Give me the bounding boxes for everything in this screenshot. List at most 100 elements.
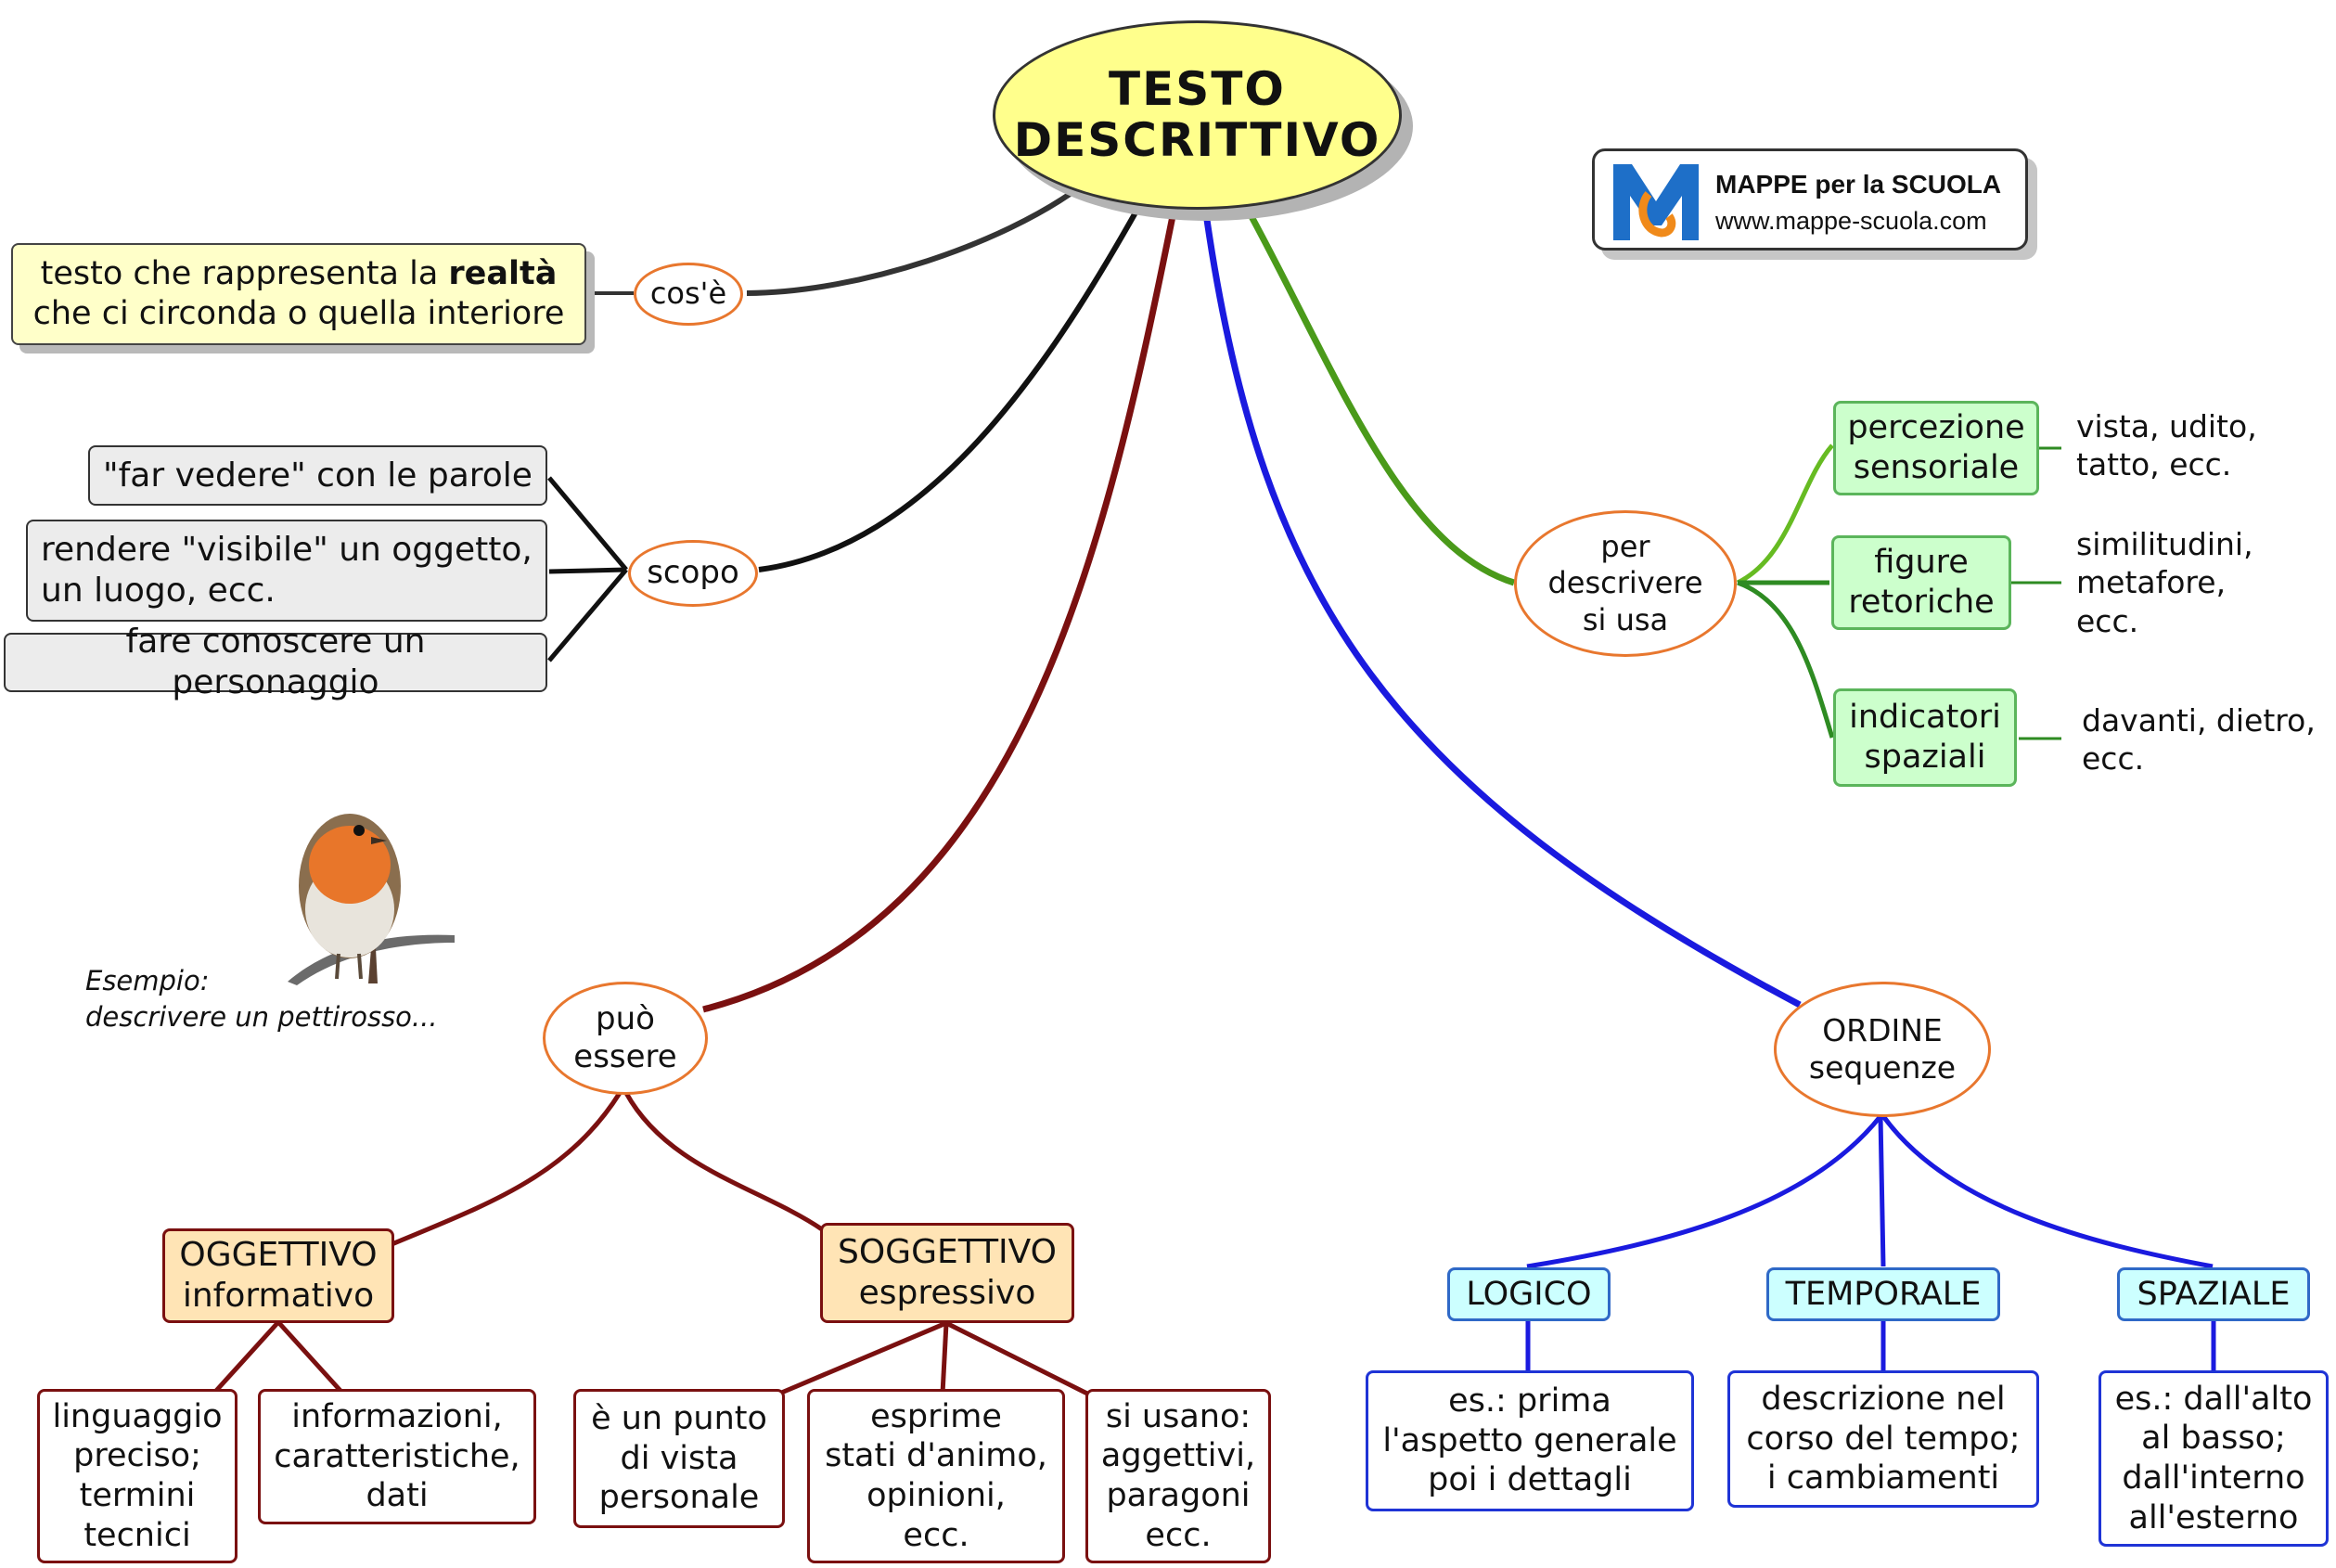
soggettivo-line2: espressivo xyxy=(858,1274,1036,1312)
spaziale-example-line2: al basso; xyxy=(2141,1420,2286,1458)
spaziale-box: SPAZIALE xyxy=(2117,1267,2310,1321)
definition-box: testo che rappresenta la realtà che ci c… xyxy=(11,243,586,345)
per-descrivere-line2: descrivere xyxy=(1547,565,1703,601)
mappe-logo-icon xyxy=(1613,164,1699,240)
spaziale-example-line3: dall'interno xyxy=(2122,1459,2305,1497)
cose-label: cos'è xyxy=(649,276,727,312)
link-oggettivo-child2 xyxy=(276,1320,343,1394)
figure-box: figure retoriche xyxy=(1831,535,2011,630)
soggettivo-child-1-line2: di vista xyxy=(620,1439,738,1477)
scopo-node: scopo xyxy=(628,540,758,607)
soggettivo-child-1: è un punto di vista personale xyxy=(573,1389,785,1528)
indicatori-note: davanti, dietro, ecc. xyxy=(2082,701,2316,778)
temporale-example-line1: descrizione nel xyxy=(1761,1380,2006,1418)
percezione-note-line1: vista, udito, xyxy=(2076,408,2257,444)
oggettivo-child-1-line1: linguaggio xyxy=(52,1397,223,1435)
link-per-percezione xyxy=(1736,443,1834,585)
figure-line2: retoriche xyxy=(1848,584,1995,621)
spaziale-label: SPAZIALE xyxy=(2137,1275,2291,1313)
soggettivo-child-2-line3: opinioni, xyxy=(866,1477,1006,1514)
spaziale-example-line4: all'esterno xyxy=(2128,1498,2299,1536)
logico-example: es.: prima l'aspetto generale poi i dett… xyxy=(1366,1370,1694,1511)
per-descrivere-node: per descrivere si usa xyxy=(1514,510,1737,657)
logo-title: MAPPE per la SCUOLA xyxy=(1715,170,2002,199)
soggettivo-child-3-line1: si usano: xyxy=(1105,1397,1251,1435)
oggettivo-child-1-line2: preciso; xyxy=(73,1437,201,1475)
example-caption: Esempio: descrivere un pettirosso... xyxy=(85,963,438,1035)
link-scopo-item3 xyxy=(547,568,628,662)
root-title-line2: DESCRITTIVO xyxy=(1013,113,1381,167)
scopo-item-1-text: "far vedere" con le parole xyxy=(103,456,533,495)
root-title-line1: TESTO xyxy=(1109,62,1286,116)
indicatori-line1: indicatori xyxy=(1849,699,2001,737)
definition-line2: che ci circonda o quella interiore xyxy=(32,295,565,332)
cose-node: cos'è xyxy=(634,263,743,326)
link-soggettivo-child2 xyxy=(940,1322,949,1394)
link-ordine-logico xyxy=(1526,1114,1882,1269)
link-root-puo-essere xyxy=(702,211,1177,1013)
figure-note: similitudini, metafore, ecc. xyxy=(2076,525,2253,640)
temporale-example: descrizione nel corso del tempo; i cambi… xyxy=(1727,1370,2039,1508)
link-soggettivo-child3 xyxy=(944,1320,1089,1396)
scopo-item-2: rendere "visibile" un oggetto, un luogo,… xyxy=(26,520,547,622)
percezione-box: percezione sensoriale xyxy=(1833,401,2039,495)
logico-box: LOGICO xyxy=(1447,1267,1611,1321)
definition-bold-word: realtà xyxy=(448,255,558,293)
temporale-box: TEMPORALE xyxy=(1766,1267,2000,1321)
oggettivo-child-1: linguaggio preciso; termini tecnici xyxy=(37,1389,237,1563)
scopo-item-3-text: fare conoscere un personaggio xyxy=(125,623,426,701)
definition-line1: testo che rappresenta la realtà xyxy=(41,254,558,294)
soggettivo-child-1-line1: è un punto xyxy=(591,1399,767,1437)
soggettivo-child-3: si usano: aggettivi, paragoni ecc. xyxy=(1085,1389,1271,1563)
per-descrivere-line3: si usa xyxy=(1582,601,1669,637)
logico-example-line2: l'aspetto generale xyxy=(1382,1421,1677,1459)
logo-badge: MAPPE per la SCUOLA www.mappe-scuola.com xyxy=(1592,148,2028,251)
soggettivo-child-2-line2: stati d'animo, xyxy=(825,1437,1047,1475)
root-node: TESTO DESCRITTIVO xyxy=(993,20,1402,210)
temporale-example-line2: corso del tempo; xyxy=(1746,1420,2021,1458)
oggettivo-child-1-line4: tecnici xyxy=(83,1516,191,1554)
puo-essere-node: può essere xyxy=(543,982,708,1095)
soggettivo-child-3-line4: ecc. xyxy=(1145,1516,1212,1554)
link-per-indicatori xyxy=(1737,580,1835,739)
oggettivo-child-1-line3: termini xyxy=(79,1477,196,1514)
oggettivo-line2: informativo xyxy=(182,1277,375,1315)
link-ordine-spaziale xyxy=(1880,1114,2214,1269)
indicatori-line2: spaziali xyxy=(1864,739,1986,776)
scopo-label: scopo xyxy=(647,554,739,592)
link-oggettivo-child1 xyxy=(213,1320,280,1394)
indicatori-note-line1: davanti, dietro, xyxy=(2082,702,2316,739)
spaziale-example: es.: dall'alto al basso; dall'interno al… xyxy=(2099,1370,2329,1547)
link-root-ordine xyxy=(1202,212,1802,1009)
ordine-line1: ORDINE xyxy=(1822,1011,1943,1048)
link-root-per-descrivere xyxy=(1244,208,1516,586)
oggettivo-child-2-line1: informazioni, xyxy=(291,1397,503,1435)
soggettivo-child-2-line1: esprime xyxy=(870,1397,1002,1435)
temporale-label: TEMPORALE xyxy=(1785,1275,1982,1313)
percezione-note-line2: tatto, ecc. xyxy=(2076,446,2232,483)
percezione-line1: percezione xyxy=(1847,409,2025,447)
puo-essere-line1: può xyxy=(596,999,655,1037)
definition-text: testo che rappresenta la xyxy=(40,255,449,293)
soggettivo-line1: SOGGETTIVO xyxy=(837,1233,1058,1272)
percezione-note: vista, udito, tatto, ecc. xyxy=(2076,407,2257,484)
scopo-item-2-line2: un luogo, ecc. xyxy=(41,572,276,610)
scopo-item-1: "far vedere" con le parole xyxy=(88,445,547,506)
figure-note-line1: similitudini, xyxy=(2076,526,2253,562)
temporale-example-line3: i cambiamenti xyxy=(1766,1459,2000,1497)
link-scopo-item1 xyxy=(547,476,628,572)
link-ordine-temporale xyxy=(1878,1115,1886,1267)
logo-url: www.mappe-scuola.com xyxy=(1715,207,1987,235)
soggettivo-child-3-line2: aggettivi, xyxy=(1100,1437,1256,1475)
per-descrivere-line1: per xyxy=(1600,529,1650,565)
figure-note-line3: ecc. xyxy=(2076,602,2139,639)
oggettivo-line1: OGGETTIVO xyxy=(179,1236,378,1275)
indicatori-box: indicatori spaziali xyxy=(1833,688,2017,787)
soggettivo-child-2: esprime stati d'animo, opinioni, ecc. xyxy=(807,1389,1065,1563)
soggettivo-child-1-line3: personale xyxy=(598,1479,760,1517)
ordine-line2: sequenze xyxy=(1808,1049,1957,1086)
link-root-scopo xyxy=(758,204,1142,572)
percezione-line2: sensoriale xyxy=(1853,449,2020,486)
link-soggettivo-child1 xyxy=(778,1320,947,1396)
